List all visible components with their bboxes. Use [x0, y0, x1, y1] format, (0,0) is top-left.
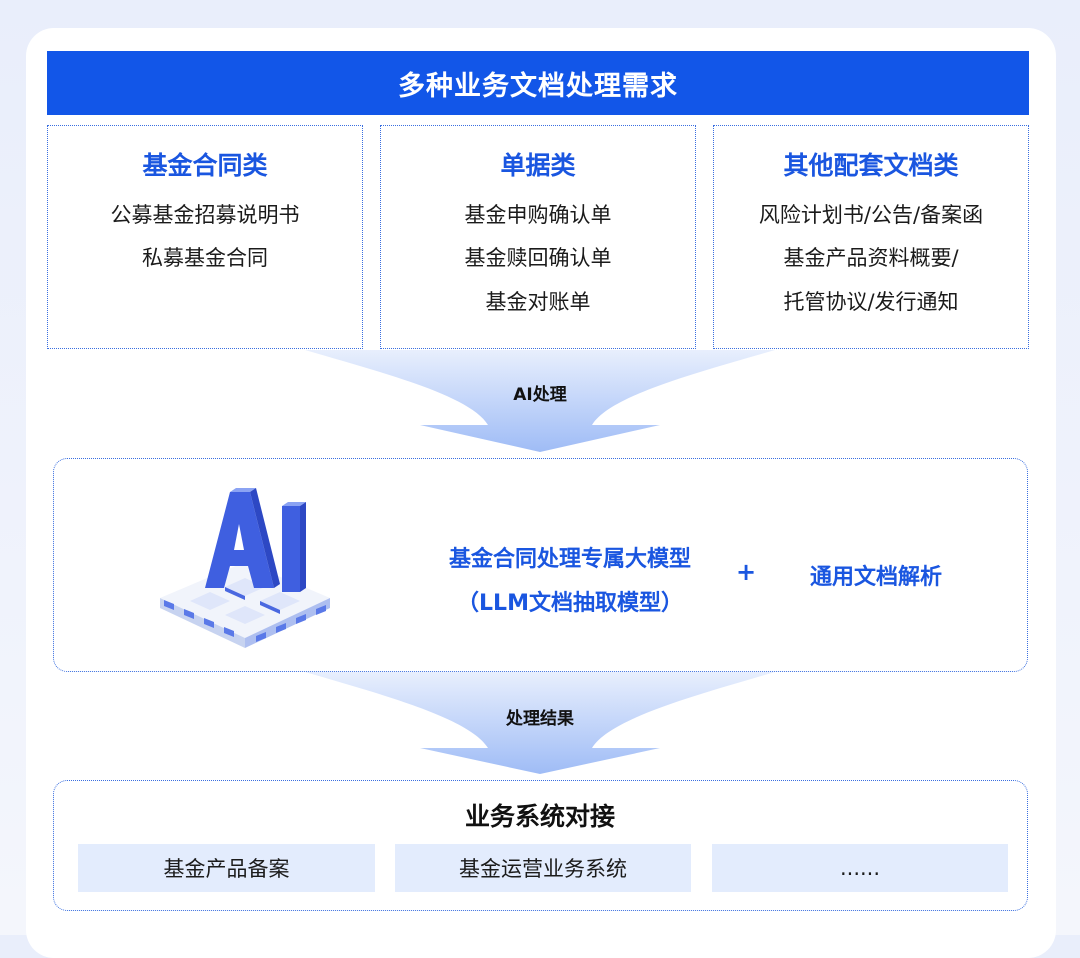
model-title: 基金合同处理专属大模型: [448, 547, 691, 572]
header-title: 多种业务文档处理需求: [398, 70, 678, 102]
system-chip-label: 基金产品备案: [163, 857, 290, 881]
category-title: 单据类: [500, 151, 576, 180]
category-title: 其他配套文档类: [783, 151, 959, 180]
category-documents: 单据类 基金申购确认单 基金赎回确认单 基金对账单: [380, 125, 696, 349]
category-fund-contract: 基金合同类 公募基金招募说明书 私募基金合同: [47, 125, 363, 349]
category-item: 公募基金招募说明书: [110, 203, 300, 227]
arrow-label-ai: AI处理: [513, 385, 567, 405]
category-item: 基金申购确认单: [464, 203, 612, 227]
category-other-docs: 其他配套文档类 风险计划书/公告/备案函 基金产品资料概要/ 托管协议/发行通知: [713, 125, 1029, 349]
system-chip: 基金运营业务系统: [395, 844, 691, 892]
category-item: 风险计划书/公告/备案函: [758, 203, 984, 227]
system-chip: 基金产品备案: [78, 844, 375, 892]
plus-sign: +: [735, 558, 757, 586]
system-chip-label: ......: [839, 856, 881, 880]
arrow-label-result: 处理结果: [506, 709, 574, 729]
category-item: 基金赎回确认单: [464, 246, 612, 270]
category-title: 基金合同类: [142, 151, 268, 180]
flow-arrows: [305, 350, 775, 774]
category-item: 基金产品资料概要/: [783, 246, 959, 270]
funnel-arrow-ai: [305, 350, 775, 452]
category-item: 基金对账单: [485, 290, 591, 314]
general-parsing-label: 通用文档解析: [809, 565, 942, 590]
header-banner: 多种业务文档处理需求: [47, 51, 1029, 115]
systems-title: 业务系统对接: [464, 802, 615, 831]
category-item: 私募基金合同: [142, 246, 268, 270]
model-subtitle: （LLM文档抽取模型）: [457, 591, 683, 616]
funnel-arrow-result: [305, 672, 775, 774]
system-chip-label: 基金运营业务系统: [459, 857, 627, 881]
ai-logo-icon: [160, 488, 330, 648]
category-item: 托管协议/发行通知: [783, 290, 959, 314]
system-chip: ......: [712, 844, 1008, 892]
